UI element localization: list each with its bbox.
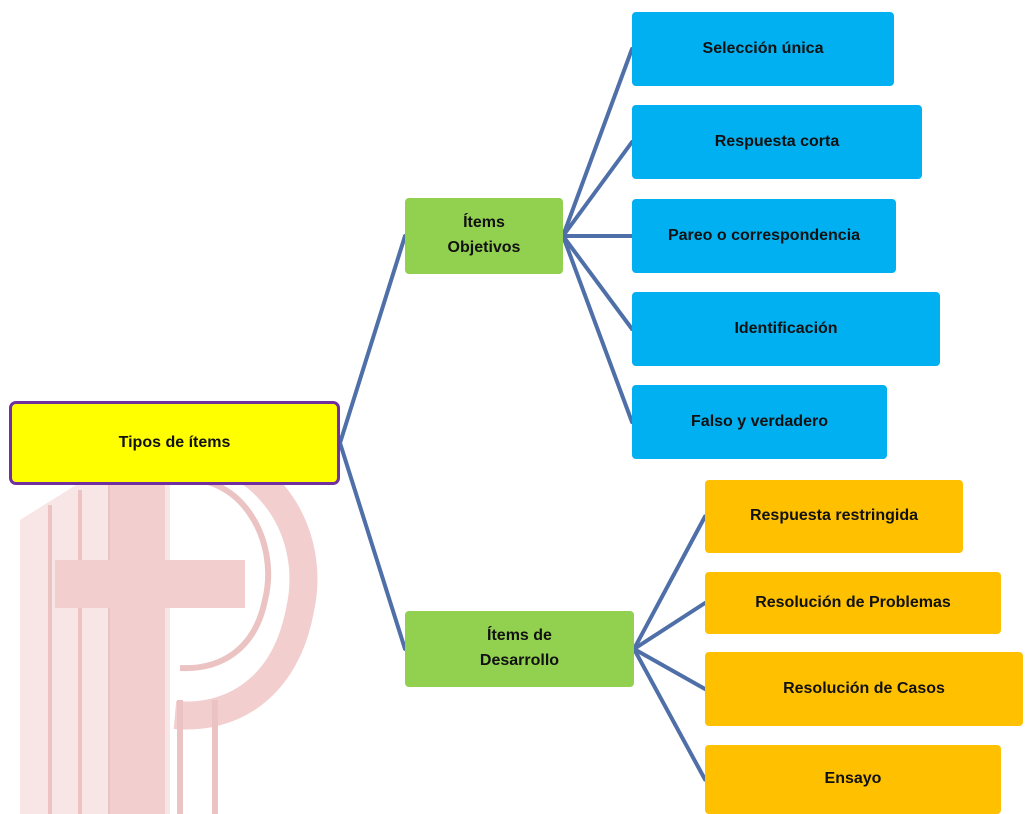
leaf-label: Resolución de Problemas [755,593,951,611]
connector-line [561,47,634,238]
leaf-node-development: Resolución de Casos [705,652,1023,726]
leaf-node-objective: Respuesta corta [632,105,922,179]
connector-line [561,234,634,424]
leaf-node-development: Ensayo [705,745,1001,814]
connector-line [561,234,634,331]
connector-line [338,441,407,651]
leaf-node-objective: Pareo o correspondencia [632,199,896,273]
leaf-label: Falso y verdadero [691,412,828,430]
connector-line [632,514,707,651]
category-label: Ítems de Desarrollo [479,627,560,669]
leaf-label: Resolución de Casos [783,679,945,697]
connector-line [561,140,634,238]
leaf-label: Identificación [734,319,838,337]
root-node: Tipos de ítems [9,401,340,485]
leaf-node-development: Respuesta restringida [705,480,963,553]
leaf-node-objective: Identificación [632,292,940,366]
category-node-objetivos: Ítems Objetivos [405,198,563,274]
category-node-desarrollo: Ítems de Desarrollo [405,611,634,687]
root-label: Tipos de ítems [118,433,231,451]
connector-line [632,647,707,782]
connector-line [632,601,707,651]
leaf-label: Selección única [702,39,824,57]
connector-line [632,647,707,691]
leaf-label: Respuesta restringida [749,507,919,525]
leaf-node-objective: Falso y verdadero [632,385,887,459]
leaf-label: Respuesta corta [714,132,840,150]
leaf-label: Ensayo [824,770,882,788]
leaf-node-objective: Selección única [632,12,894,86]
leaf-node-development: Resolución de Problemas [705,572,1001,634]
connector-line [338,234,407,445]
leaf-label: Pareo o correspondencia [667,226,861,244]
category-label: Ítems Objetivos [447,214,521,256]
